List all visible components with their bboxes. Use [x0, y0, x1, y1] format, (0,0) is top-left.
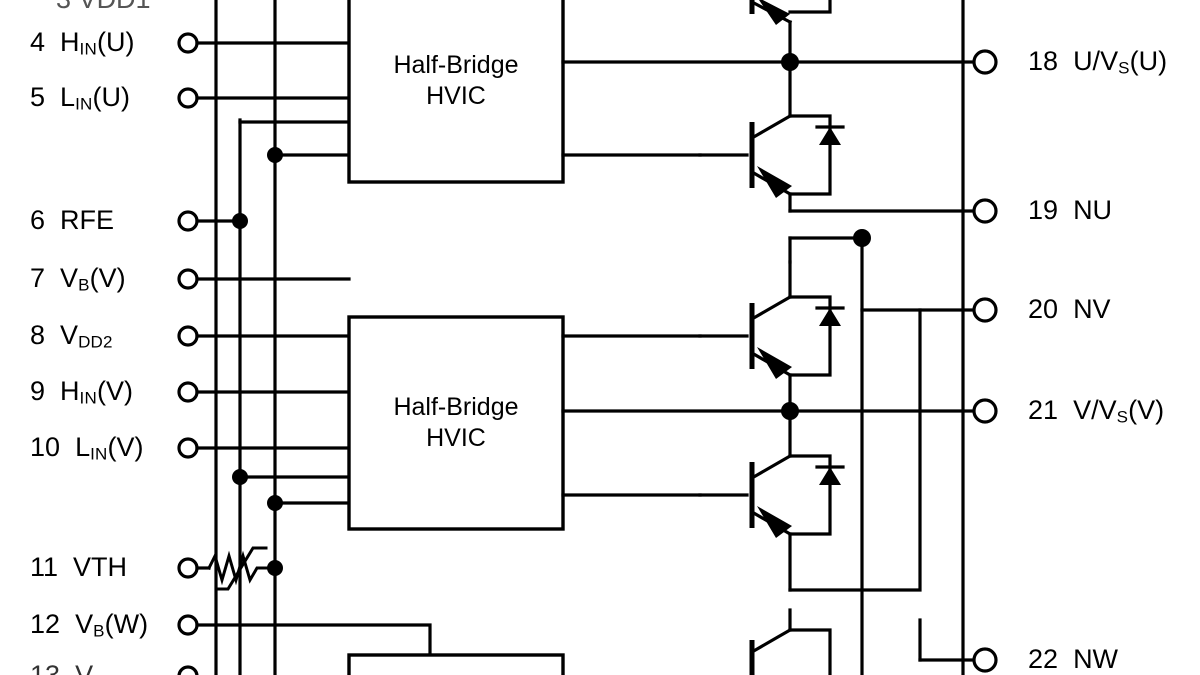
- pin-22-nw-net: [918, 618, 998, 673]
- pin-18-name: U/V: [1073, 46, 1119, 76]
- hvic-u-label: Half-Bridge HVIC: [349, 50, 563, 111]
- pin-5-net: [177, 87, 351, 109]
- pin-4-net: [177, 32, 351, 54]
- pin-12-name: V: [75, 609, 94, 639]
- pin-3-name: V: [79, 0, 97, 14]
- hvic-u-line1: Half-Bridge: [393, 51, 519, 79]
- pin-10-tail: (V): [107, 432, 144, 462]
- nv-rail-tap: [788, 229, 871, 264]
- pin-label-10: 10 LIN(V): [30, 434, 144, 463]
- pin-20-number: 20: [1028, 294, 1059, 324]
- pin-label-19: 19 NU: [1028, 197, 1112, 224]
- pin-21-tail: (V): [1128, 395, 1165, 425]
- pin-label-8: 8 VDD2: [30, 322, 113, 351]
- pin-label-4: 4 HIN(U): [30, 29, 134, 58]
- phase-u-output-net: [781, 49, 998, 75]
- pin-label-21: 21 V/VS(V): [1028, 397, 1164, 426]
- pin-7-sub: B: [78, 275, 90, 295]
- pin-13-name: V: [75, 660, 94, 675]
- pin-5-name: L: [60, 82, 76, 112]
- hvic-v-line2: HVIC: [426, 423, 486, 452]
- pin-7-net: [177, 268, 351, 290]
- right-bus-lines: [860, 0, 965, 675]
- rfe-v-branch: [232, 469, 351, 511]
- phase-v-lower-return: [788, 308, 922, 592]
- pin-4-number: 4: [30, 27, 46, 57]
- pin-20-nv-net: [860, 297, 998, 323]
- pin-label-6: 6 RFE: [30, 207, 114, 234]
- pin-8-net: [177, 325, 351, 347]
- pin-18-sub: S: [1118, 58, 1130, 78]
- pin-9-net: [177, 381, 351, 403]
- pin-18-number: 18: [1028, 46, 1059, 76]
- pin-3-number: 3: [56, 0, 71, 14]
- igbt-v-high: [698, 260, 845, 413]
- pin-3-label-clipped: 3 VDD1: [56, 0, 151, 15]
- pin-5-sub: IN: [75, 94, 93, 114]
- pin-22-name: NW: [1073, 644, 1119, 674]
- igbt-u-high: [749, 0, 832, 64]
- pin-label-9: 9 HIN(V): [30, 378, 133, 407]
- pin-19-nu-net: [788, 198, 998, 224]
- pin-22-number: 22: [1028, 644, 1059, 674]
- pin-9-number: 9: [30, 376, 46, 406]
- pin-21-sub: S: [1116, 407, 1129, 427]
- pin-3-sub: DD1: [97, 0, 151, 14]
- pin-8-sub: DD2: [78, 332, 113, 352]
- pin-13-net: [177, 665, 199, 675]
- pin-label-18: 18 U/VS(U): [1028, 48, 1167, 77]
- pin-7-tail: (V): [89, 263, 126, 293]
- pin-10-number: 10: [30, 432, 61, 462]
- pin-21-name: V/V: [1073, 395, 1117, 425]
- pin-11-net: [177, 546, 283, 591]
- hvic-block-u: [347, 0, 792, 184]
- pin-label-11: 11 VTH: [30, 554, 127, 581]
- hvic-v-label: Half-Bridge HVIC: [349, 392, 563, 453]
- pin-4-tail: (U): [96, 27, 135, 57]
- pin-6-number: 6: [30, 205, 46, 235]
- pin-8-number: 8: [30, 320, 46, 350]
- pin-9-name: H: [60, 376, 80, 406]
- pin-6-name: RFE: [60, 205, 115, 235]
- pin-4-name: H: [60, 27, 80, 57]
- hvic-v-line1: Half-Bridge: [393, 393, 519, 421]
- pin-19-name: NU: [1073, 195, 1113, 225]
- pin-10-net: [177, 437, 351, 459]
- pin-12-number: 12: [30, 609, 61, 639]
- pin-9-tail: (V): [96, 376, 133, 406]
- pin-4-sub: IN: [79, 39, 97, 59]
- pin-6-net: [177, 210, 248, 232]
- pin-20-name: NV: [1073, 294, 1111, 324]
- pin-18-tail: (U): [1129, 46, 1168, 76]
- pin-label-7: 7 VB(V): [30, 265, 126, 294]
- pin-21-number: 21: [1028, 395, 1059, 425]
- pin-12-sub: B: [93, 621, 105, 641]
- pin-label-12: 12 VB(W): [30, 611, 148, 640]
- hvic-block-v: [347, 315, 792, 531]
- pin-label-5: 5 LIN(U): [30, 84, 130, 113]
- pin-5-number: 5: [30, 82, 46, 112]
- pin-9-sub: IN: [79, 388, 97, 408]
- igbt-w-high: [749, 608, 832, 675]
- pin-12-tail: (W): [104, 609, 149, 639]
- pin-11-number: 11: [30, 552, 59, 582]
- pin-label-20: 20 NV: [1028, 296, 1111, 323]
- hvic-u-lower-input: [267, 147, 351, 163]
- pin-label-22: 22 NW: [1028, 646, 1118, 673]
- pin-7-number: 7: [30, 263, 46, 293]
- pin-11-name: VTH: [73, 552, 128, 582]
- pin-10-name: L: [75, 432, 91, 462]
- igbt-u-low: [698, 60, 845, 213]
- igbt-v-low: [698, 409, 845, 592]
- pin-5-tail: (U): [92, 82, 130, 112]
- pin-13-number: 13: [30, 660, 61, 675]
- pin-label-13-clipped: 13 V: [30, 662, 93, 675]
- pin-19-number: 19: [1028, 195, 1059, 225]
- pin-7-name: V: [60, 263, 79, 293]
- pin-8-name: V: [60, 320, 79, 350]
- pin-10-sub: IN: [90, 444, 108, 464]
- hvic-u-line2: HVIC: [426, 81, 486, 110]
- hvic-block-w: [347, 653, 565, 675]
